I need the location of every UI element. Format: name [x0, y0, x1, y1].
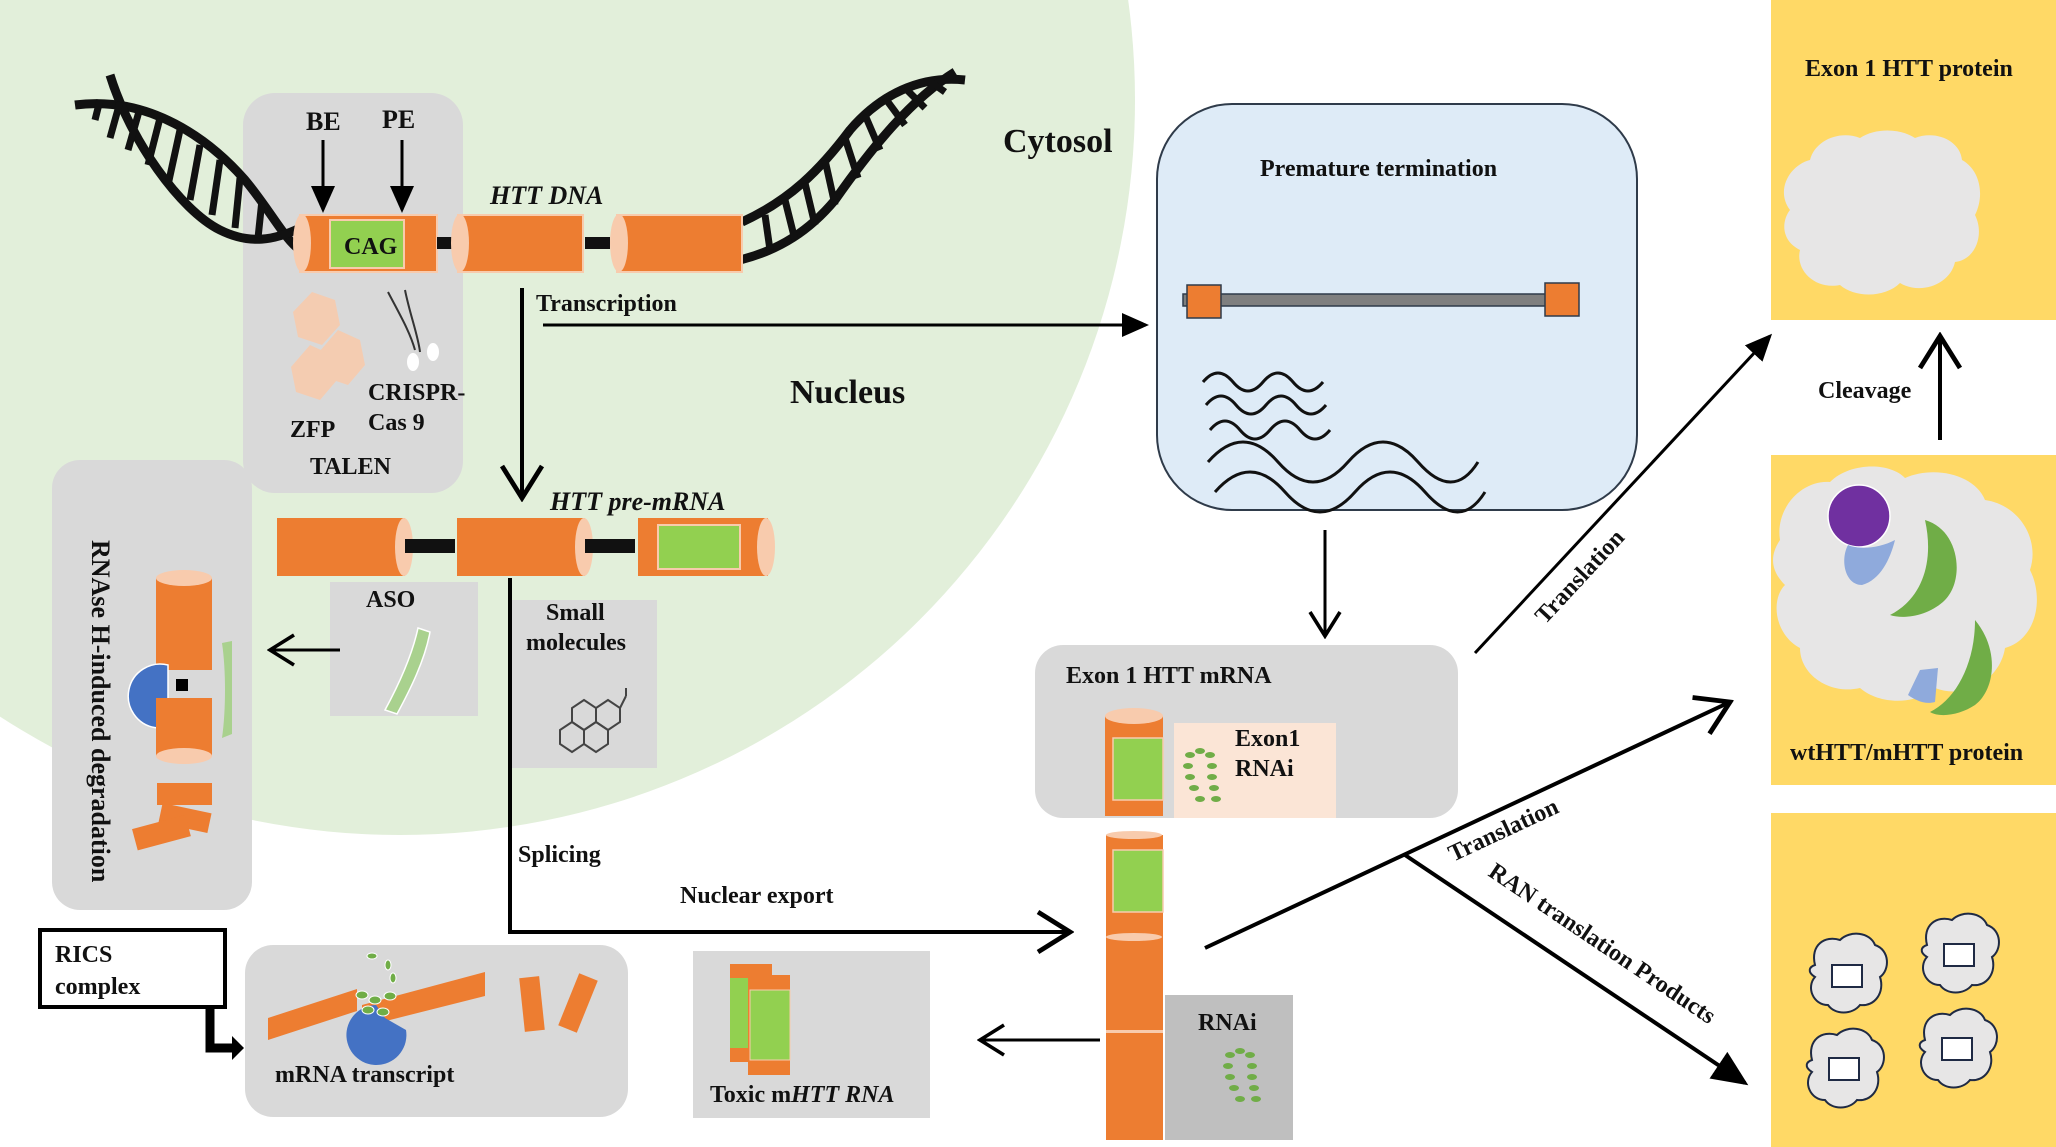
premature-stop-box — [1544, 282, 1580, 317]
exon1-protein-aggregate-icon — [1783, 130, 1981, 295]
light-blue-subunit-icon-2 — [1908, 668, 1938, 703]
dna-helix-right-icon — [738, 68, 966, 265]
ran-aggregate-3 — [1805, 1027, 1885, 1109]
rics-complex-box — [38, 928, 227, 1009]
pre-mrna-intron-2 — [585, 539, 635, 553]
exon1-sirna-icon — [1183, 748, 1221, 802]
light-blue-subunit-icon — [1844, 540, 1895, 585]
cag-label: CAG — [344, 234, 398, 260]
dna-exon-3 — [616, 214, 743, 273]
rics-arrowhead — [232, 1036, 244, 1060]
exon1-rnai-panel — [1174, 723, 1336, 818]
crispr-label-line1: CRISPR- — [368, 380, 465, 406]
wt-mhtt-protein-label: wtHTT/mHTT protein — [1790, 740, 2023, 766]
pre-mrna-exon-2-cap — [575, 518, 593, 576]
rnase-h-label: RNAse H-induced degradation — [86, 540, 115, 883]
cytosol-label: Cytosol — [1003, 123, 1113, 160]
htt-pre-mrna-label: HTT pre-mRNA — [549, 487, 726, 516]
green-crescent-icon-1 — [1890, 520, 1957, 617]
sirna-icon — [1223, 1048, 1261, 1102]
zfp-label: ZFP — [290, 417, 335, 443]
mrna-transcript-panel — [245, 945, 628, 1117]
truncated-transcripts-icon — [1201, 371, 1487, 514]
cleavage-label: Cleavage — [1818, 378, 1912, 404]
exon1-mrna-cylinder — [1105, 708, 1164, 816]
exon1-mrna-label: Exon 1 HTT mRNA — [1066, 663, 1272, 689]
zfp-icon — [291, 292, 365, 400]
ran-aggregate-2 — [1920, 912, 2000, 994]
talen-label: TALEN — [310, 454, 392, 480]
exon1-protein-label: Exon 1 HTT protein — [1805, 56, 2013, 82]
pre-mrna-exon-3-cap — [757, 518, 775, 576]
translation-to-exon1-protein-arrow — [1473, 333, 1773, 655]
rics-label-line2: complex — [55, 974, 140, 1000]
premature-start-box — [1186, 284, 1222, 319]
ran-product-aggregates-icon — [1805, 912, 2000, 1109]
purple-subunit-icon — [1827, 484, 1891, 548]
pre-mrna-exon-1-cap — [395, 518, 413, 576]
rics-cleavage-icon — [268, 952, 598, 1065]
dna-exon-1-cap — [293, 214, 311, 272]
exon1-rnai-label-line1: Exon1 — [1235, 726, 1300, 752]
rnase-h-cleavage-icon — [127, 570, 232, 851]
rnai-label: RNAi — [1198, 1010, 1257, 1036]
dna-intron-2 — [585, 237, 610, 249]
be-label: BE — [306, 107, 341, 136]
premature-termination-panel — [1156, 103, 1638, 511]
rics-label-line1: RICS — [55, 942, 112, 968]
translation-lower-label: Translation — [1445, 794, 1563, 868]
pre-mrna-exon-1 — [277, 518, 405, 576]
green-crescent-icon-2 — [1930, 620, 1992, 716]
pre-mrna-intron-1 — [405, 539, 455, 553]
pre-mrna-exon-2 — [457, 518, 585, 576]
ran-translation-arrow — [1403, 853, 1749, 1086]
small-molecule-structure-icon — [559, 688, 627, 754]
pre-mrna-cag — [657, 524, 741, 570]
aso-label: ASO — [366, 587, 415, 613]
translation-to-wt-mhtt-arrow — [1204, 702, 1730, 950]
dna-exon-2-cap — [451, 214, 469, 272]
aso-strand-icon — [383, 627, 431, 715]
exon1-rnai-label-line2: RNAi — [1235, 756, 1294, 782]
splicing-label: Splicing — [518, 842, 601, 868]
mrna-transcript-label: mRNA transcript — [275, 1062, 454, 1088]
htt-pre-mrna — [277, 518, 775, 576]
transcription-label: Transcription — [536, 291, 677, 317]
small-molecules-label-line2: molecules — [526, 630, 626, 656]
nuclear-export-label: Nuclear export — [680, 883, 834, 909]
dna-exon-3-cap — [610, 214, 628, 272]
ran-translation-label: RAN translation Products — [1484, 858, 1720, 1029]
mature-mrna-column — [1106, 831, 1164, 1140]
cag-repeat — [329, 219, 405, 269]
premature-termination-label: Premature termination — [1260, 156, 1497, 182]
pe-label: PE — [382, 105, 415, 134]
toxic-rna-label: Toxic mHTT RNA — [710, 1082, 894, 1108]
gene-editing-panel — [243, 93, 463, 493]
toxic-rna-icon — [730, 964, 791, 1075]
crispr-scissors-icon — [387, 289, 439, 371]
small-molecules-label-line1: Small — [546, 600, 605, 626]
dna-exon-2 — [457, 214, 584, 273]
dna-helix-left-icon — [74, 73, 303, 254]
premature-gene-bar — [1182, 293, 1579, 307]
htt-dna: CAG — [293, 214, 743, 273]
htt-dna-label: HTT DNA — [489, 181, 603, 210]
rics-arrow — [205, 1007, 232, 1053]
ran-aggregate-1 — [1808, 932, 1888, 1014]
crispr-label-line2: Cas 9 — [368, 410, 425, 436]
ran-aggregate-4 — [1918, 1007, 1998, 1089]
nucleus-label: Nucleus — [790, 374, 905, 411]
